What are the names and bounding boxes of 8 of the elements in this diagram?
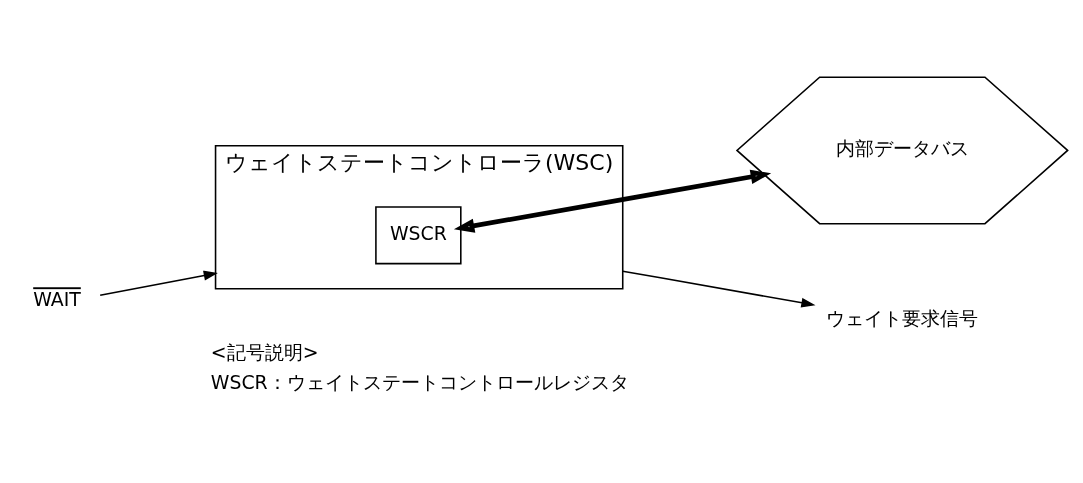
node-text: ウェイト要求信号	[826, 306, 979, 329]
arrow	[99, 270, 218, 296]
label: <記号説明>	[210, 340, 319, 363]
arrow	[453, 169, 772, 233]
arrow	[621, 269, 816, 308]
node-text: WAIT	[33, 287, 81, 310]
node-box: WSCR	[375, 205, 462, 264]
label: WSCR：ウェイトステートコントロールレジスタ	[210, 370, 629, 393]
